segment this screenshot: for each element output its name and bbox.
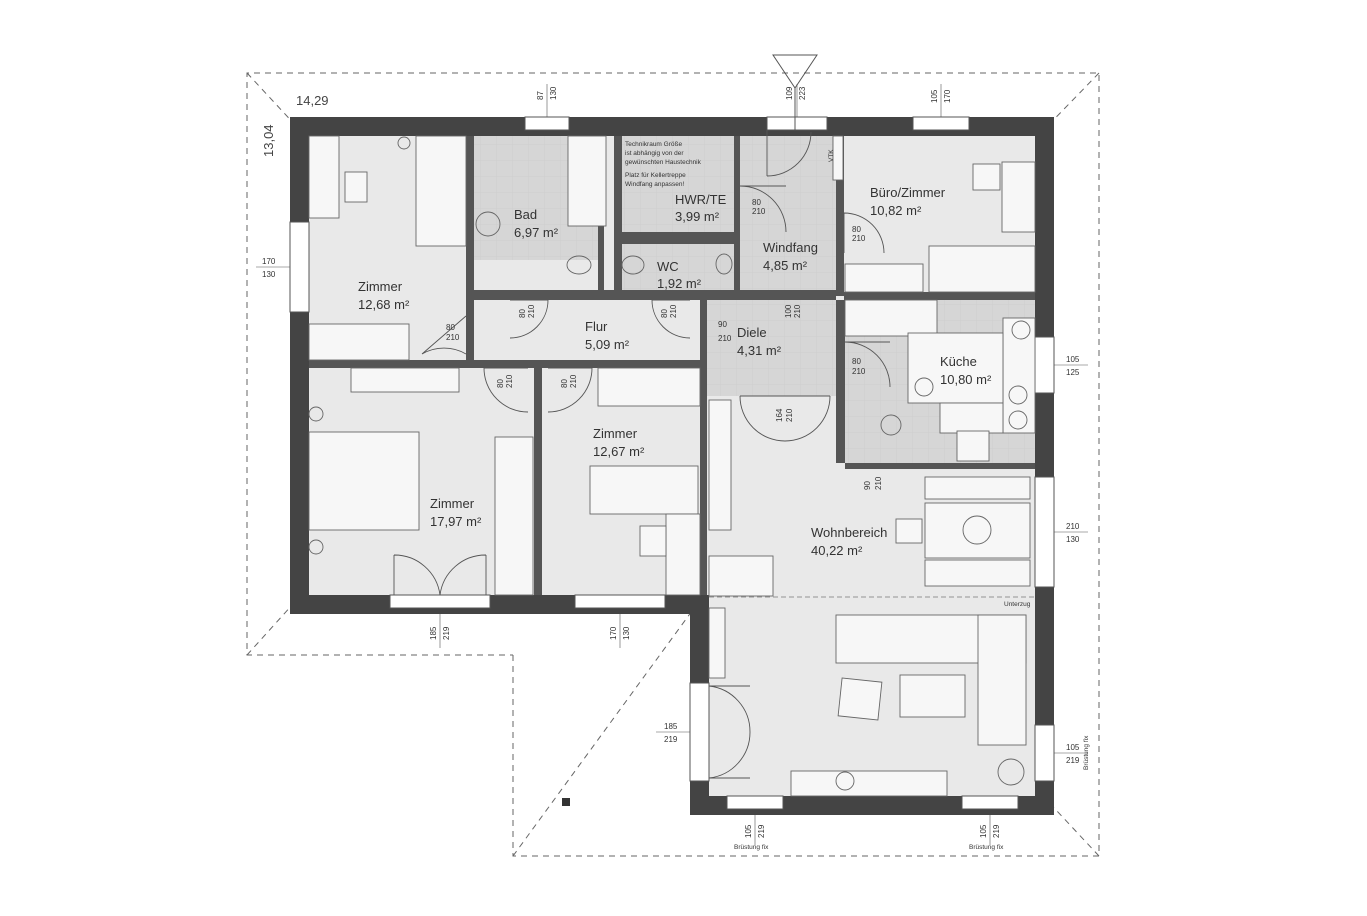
- note-line-2: ist abhängig von der: [625, 150, 684, 157]
- dim-door-kueche-wohn-2: 210: [874, 476, 883, 490]
- dim-window-left-zimmer-2: 130: [262, 270, 276, 279]
- dim-door-zimmer-nw-1: 80: [446, 323, 455, 332]
- room-name-wc: WC: [657, 259, 679, 274]
- dim-door-diele-windfang-1: 100: [784, 304, 793, 318]
- dim-window-top-entry-2: 223: [798, 86, 807, 100]
- dim-window-bottom-wohn2-1: 105: [979, 824, 988, 838]
- dim-window-bottom-wohn1-2: 219: [757, 824, 766, 838]
- dim-door-wc-1: 80: [660, 309, 669, 318]
- dim-window-bottom-sw-1: 185: [429, 626, 438, 640]
- room-labels: Zimmer 12,68 m² Bad 6,97 m² HWR/TE 3,99 …: [358, 185, 992, 558]
- room-area-zimmer-mid: 12,67 m²: [593, 444, 645, 459]
- dim-window-top-entry-1: 109: [785, 86, 794, 100]
- dim-window-left-wohn-2: 219: [664, 735, 678, 744]
- room-name-flur: Flur: [585, 319, 608, 334]
- round-fixtures: [308, 136, 1031, 791]
- dim-window-bottom-wohn2-2: 219: [992, 824, 1001, 838]
- window-dimensions: 87 130 109 223 105 170 170 130 105 125 2…: [256, 84, 1090, 851]
- dim-door-wohn-2: 210: [785, 408, 794, 422]
- note-line-5: Windfang anpassen!: [625, 181, 684, 188]
- dim-window-top-buero-1: 105: [930, 89, 939, 103]
- dim-door-wohn-1: 164: [775, 408, 784, 422]
- unterzug-label: Unterzug: [1004, 601, 1031, 608]
- dim-door-hwr-1: 80: [752, 198, 761, 207]
- dim-door-diele-windfang-2: 210: [793, 304, 802, 318]
- dim-window-right-kueche-2: 125: [1066, 368, 1080, 377]
- dim-window-top-buero-2: 170: [943, 89, 952, 103]
- room-name-bad: Bad: [514, 207, 537, 222]
- dim-window-bottom-mid-2: 130: [622, 626, 631, 640]
- note-line-1: Technikraum Größe: [625, 141, 682, 148]
- dim-window-right-wohn-2: 130: [1066, 535, 1080, 544]
- note-line-3: gewünschten Haustechnik: [625, 159, 702, 166]
- dim-window-bottom-sw-2: 219: [442, 626, 451, 640]
- dim-door-buero-1: 80: [852, 225, 861, 234]
- room-area-wc: 1,92 m²: [657, 276, 702, 291]
- dim-door-kueche-2: 210: [852, 367, 866, 376]
- roof-drain-marker: [562, 798, 570, 806]
- furniture: [308, 135, 1036, 797]
- technikraum-note: Technikraum Größe ist abhängig von der g…: [625, 141, 702, 188]
- dim-door-kueche-1: 80: [852, 357, 861, 366]
- bruestung-fix-bottom-1: Brüstung fix: [734, 844, 769, 851]
- bruestung-fix-right: Brüstung fix: [1083, 735, 1090, 770]
- room-name-hwr: HWR/TE: [675, 192, 727, 207]
- dim-door-zimmer-mid-2: 210: [569, 374, 578, 388]
- room-area-wohnbereich: 40,22 m²: [811, 543, 863, 558]
- dim-window-left-wohn-1: 185: [664, 722, 678, 731]
- dim-door-flur-diele-1: 90: [718, 320, 727, 329]
- door-dimensions: 80 210 80 210 80 210 80 210 80 210 90 21…: [446, 198, 883, 490]
- dim-door-buero-2: 210: [852, 234, 866, 243]
- room-area-flur: 5,09 m²: [585, 337, 630, 352]
- dim-door-hwr-2: 210: [752, 207, 766, 216]
- dim-window-top-bad-2: 130: [549, 86, 558, 100]
- room-name-buero: Büro/Zimmer: [870, 185, 946, 200]
- overall-depth: 13,04: [261, 124, 276, 157]
- dim-window-right-kueche-1: 105: [1066, 355, 1080, 364]
- bruestung-fix-bottom-2: Brüstung fix: [969, 844, 1004, 851]
- dim-window-top-bad-1: 87: [536, 91, 545, 100]
- dim-door-bad-1: 80: [518, 309, 527, 318]
- door-swings: [393, 130, 891, 779]
- dim-door-zimmer-nw-2: 210: [446, 333, 460, 342]
- note-line-4: Platz für Kellertreppe: [625, 172, 686, 179]
- vtk-label: VTK: [828, 149, 835, 162]
- dim-window-right-wohn2-2: 219: [1066, 756, 1080, 765]
- entry-marker: [772, 54, 818, 130]
- room-name-zimmer-nw: Zimmer: [358, 279, 403, 294]
- room-area-bad: 6,97 m²: [514, 225, 559, 240]
- dim-door-zimmer-sw-2: 210: [505, 374, 514, 388]
- dim-window-right-wohn-1: 210: [1066, 522, 1080, 531]
- room-name-zimmer-mid: Zimmer: [593, 426, 638, 441]
- dim-door-zimmer-sw-1: 80: [496, 379, 505, 388]
- room-area-kueche: 10,80 m²: [940, 372, 992, 387]
- room-name-kueche: Küche: [940, 354, 977, 369]
- dim-window-left-zimmer-1: 170: [262, 257, 276, 266]
- dim-window-bottom-wohn1-1: 105: [744, 824, 753, 838]
- room-area-buero: 10,82 m²: [870, 203, 922, 218]
- overall-width: 14,29: [296, 93, 329, 108]
- interior-walls: [309, 136, 1035, 595]
- room-name-zimmer-sw: Zimmer: [430, 496, 475, 511]
- windows: [289, 116, 1055, 810]
- room-name-wohnbereich: Wohnbereich: [811, 525, 887, 540]
- room-area-zimmer-sw: 17,97 m²: [430, 514, 482, 529]
- room-area-hwr: 3,99 m²: [675, 209, 720, 224]
- room-area-windfang: 4,85 m²: [763, 258, 808, 273]
- room-name-windfang: Windfang: [763, 240, 818, 255]
- room-area-diele: 4,31 m²: [737, 343, 782, 358]
- room-name-diele: Diele: [737, 325, 767, 340]
- dim-door-kueche-wohn-1: 90: [863, 481, 872, 490]
- dim-door-flur-diele-2: 210: [718, 334, 732, 343]
- dim-door-bad-2: 210: [527, 304, 536, 318]
- dim-door-wc-2: 210: [669, 304, 678, 318]
- dim-door-zimmer-mid-1: 80: [560, 379, 569, 388]
- dim-window-right-wohn2-1: 105: [1066, 743, 1080, 752]
- room-area-zimmer-nw: 12,68 m²: [358, 297, 410, 312]
- dim-window-bottom-mid-1: 170: [609, 626, 618, 640]
